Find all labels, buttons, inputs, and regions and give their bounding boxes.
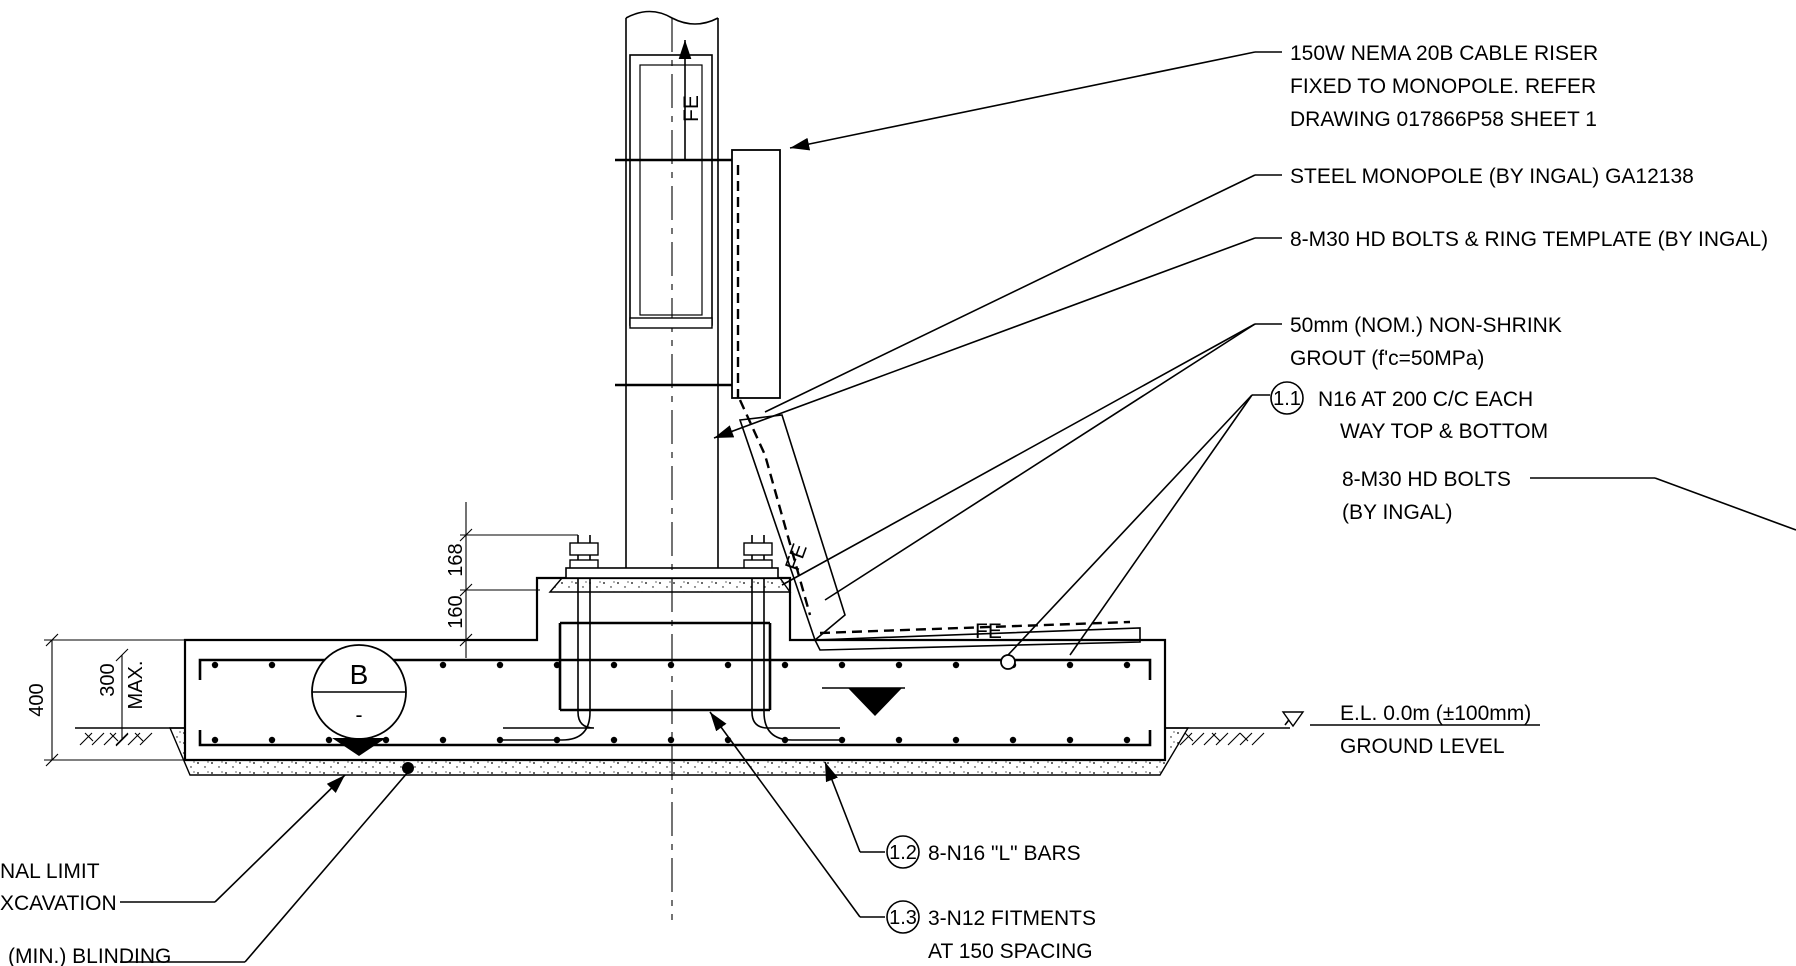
note-l-bars: 8-N16 "L" BARS <box>928 842 1081 865</box>
svg-text:GROUT (f'c=50MPa): GROUT (f'c=50MPa) <box>1290 347 1484 370</box>
rebar-dot <box>610 661 618 669</box>
rebar-dot <box>268 736 276 744</box>
conduit-fe-label-horizontal: FE <box>975 620 1002 643</box>
svg-text:N16 AT 200 C/C EACH: N16 AT 200 C/C EACH <box>1318 388 1533 411</box>
svg-text:E.L. 0.0m (±100mm): E.L. 0.0m (±100mm) <box>1340 702 1531 725</box>
bubble-1-2: 1.2 <box>886 835 920 869</box>
rebar-dot <box>667 661 675 669</box>
conduit-fe-label-vertical: FE <box>680 95 703 122</box>
rebar-dot <box>439 736 447 744</box>
svg-text:1.3: 1.3 <box>889 907 917 929</box>
note-ground-level: E.L. 0.0m (±100mm) GROUND LEVEL <box>1310 702 1540 758</box>
cable-riser: FE FE <box>731 149 1141 651</box>
leader-lines <box>120 51 1796 963</box>
dim-160: 160 <box>445 595 467 628</box>
svg-text:XCAVATION: XCAVATION <box>0 892 117 915</box>
note-excavation: NAL LIMIT XCAVATION <box>0 860 117 915</box>
section-sheet: - <box>356 704 363 727</box>
dim-168: 168 <box>445 543 467 576</box>
rebar-dot <box>325 736 333 744</box>
rebar-dot <box>667 736 675 744</box>
note-grout: 50mm (NOM.) NON-SHRINK GROUT (f'c=50MPa) <box>1290 314 1562 370</box>
dim-max: MAX. <box>125 661 147 710</box>
dimensions: 400 300 MAX. 168 160 <box>26 502 578 767</box>
dim-300: 300 <box>97 663 119 696</box>
rebar-dot <box>1066 661 1074 669</box>
note-fitments: 3-N12 FITMENTS AT 150 SPACING <box>928 907 1096 963</box>
rebar-dot <box>1123 736 1131 744</box>
note-hd-bolts: 8-M30 HD BOLTS (BY INGAL) <box>1342 468 1511 524</box>
rebar-dot <box>496 736 504 744</box>
steel-monopole: FE <box>615 10 735 920</box>
note-cable-riser: 150W NEMA 20B CABLE RISER FIXED TO MONOP… <box>1290 42 1598 131</box>
rebar-dot <box>838 736 846 744</box>
rebar-dot <box>553 661 561 669</box>
rebar-dot <box>382 736 390 744</box>
rebar-dot <box>895 736 903 744</box>
rebar-dot <box>1066 736 1074 744</box>
rebar-dot <box>895 661 903 669</box>
rebar-dot <box>952 736 960 744</box>
footing-slab <box>183 576 1167 762</box>
section-letter: B <box>350 659 369 690</box>
svg-text:AT 150 SPACING: AT 150 SPACING <box>928 940 1093 963</box>
rebar-dot <box>268 661 276 669</box>
conduit-fe-label-diagonal: FE <box>781 541 812 574</box>
rebar-dot <box>1009 736 1017 744</box>
hd-bolts <box>503 535 840 741</box>
rebar-dot <box>1123 661 1131 669</box>
rebar-dot <box>781 661 789 669</box>
bubble-1-3: 1.3 <box>886 900 920 934</box>
rebar-dots <box>211 661 1131 744</box>
svg-text:FIXED TO MONOPOLE. REFER: FIXED TO MONOPOLE. REFER <box>1290 75 1596 98</box>
note-n16-each-way: N16 AT 200 C/C EACH WAY TOP & BOTTOM <box>1318 388 1548 443</box>
svg-text:DRAWING 017866P58 SHEET 1: DRAWING 017866P58 SHEET 1 <box>1290 108 1597 131</box>
rebar-dot <box>952 661 960 669</box>
svg-text:NAL LIMIT: NAL LIMIT <box>0 860 100 883</box>
svg-text:3-N12 FITMENTS: 3-N12 FITMENTS <box>928 907 1096 930</box>
rebar-dot <box>211 661 219 669</box>
svg-text:1.2: 1.2 <box>889 842 917 864</box>
svg-text:150W NEMA 20B CABLE RISER: 150W NEMA 20B CABLE RISER <box>1290 42 1598 65</box>
note-hd-bolts-ring: 8-M30 HD BOLTS & RING TEMPLATE (BY INGAL… <box>1290 228 1768 251</box>
rebar-dot <box>211 736 219 744</box>
svg-text:50mm (NOM.) NON-SHRINK: 50mm (NOM.) NON-SHRINK <box>1290 314 1562 337</box>
rebar-dot <box>838 661 846 669</box>
svg-text:(BY INGAL): (BY INGAL) <box>1342 501 1452 524</box>
svg-text:WAY TOP & BOTTOM: WAY TOP & BOTTOM <box>1340 420 1548 443</box>
svg-text:1.1: 1.1 <box>1273 388 1301 410</box>
reinforcement <box>198 621 1152 747</box>
section-mark-b: B - <box>311 644 1305 756</box>
rebar-dot <box>610 736 618 744</box>
bubble-1-1: 1.1 <box>1270 381 1304 415</box>
rebar-dot <box>724 661 732 669</box>
svg-text:GROUND LEVEL: GROUND LEVEL <box>1340 735 1505 758</box>
svg-text:8-M30 HD BOLTS: 8-M30 HD BOLTS <box>1342 468 1511 491</box>
dim-400: 400 <box>26 683 48 716</box>
note-monopole: STEEL MONOPOLE (BY INGAL) GA12138 <box>1290 165 1694 188</box>
note-blinding: (MIN.) BLINDING <box>8 945 171 966</box>
rebar-dot <box>439 661 447 669</box>
rebar-dot <box>496 661 504 669</box>
